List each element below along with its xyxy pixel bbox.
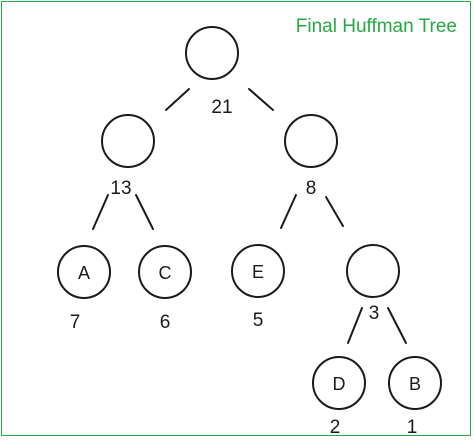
weight-13: 13	[110, 178, 131, 199]
node-B-label: B	[409, 374, 421, 394]
tree-nodes	[57, 26, 442, 410]
edge-3-B	[387, 307, 407, 344]
edge-13-A	[92, 194, 109, 230]
node-E	[231, 244, 285, 298]
edge-root-8	[248, 88, 274, 111]
node-E-label: E	[252, 262, 264, 282]
weight-C: 6	[160, 312, 171, 333]
weight-D: 2	[330, 417, 341, 437]
edge-8-3	[325, 196, 344, 227]
edge-13-C	[135, 194, 154, 230]
node-3	[346, 244, 400, 298]
node-8	[284, 114, 338, 168]
weight-3: 3	[369, 303, 380, 324]
edge-8-E	[280, 194, 297, 229]
node-13	[101, 114, 155, 168]
node-D-label: D	[333, 374, 346, 394]
node-D	[312, 356, 366, 410]
node-A-label: A	[78, 263, 90, 283]
weight-E: 5	[253, 310, 264, 331]
node-root	[185, 26, 239, 80]
node-B	[388, 356, 442, 410]
tree-edges	[92, 88, 407, 344]
weight-8: 8	[306, 178, 317, 199]
node-C	[138, 245, 192, 299]
edge-3-D	[347, 307, 363, 344]
node-C-label: C	[159, 263, 172, 283]
weight-A: 7	[70, 312, 81, 333]
node-A	[57, 245, 111, 299]
weight-root: 21	[211, 97, 232, 118]
edge-root-13	[165, 88, 190, 111]
diagram-title: Final Huffman Tree	[296, 16, 457, 37]
weight-B: 1	[407, 417, 418, 437]
